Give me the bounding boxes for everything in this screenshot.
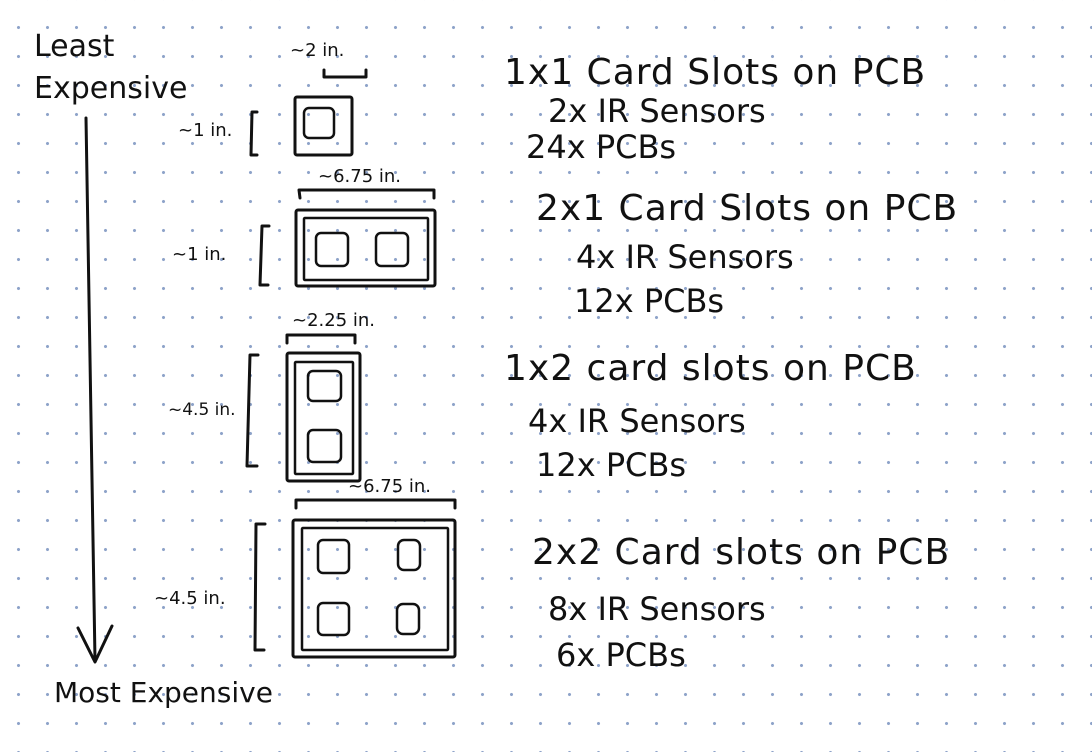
- config-2x1: 2x1 Card Slots on PCB: [536, 188, 959, 229]
- pcbs-1x2: 12x PCBs: [536, 446, 687, 484]
- sensors-2x1: 4x IR Sensors: [576, 238, 794, 276]
- pcbs-1x1: 24x PCBs: [526, 128, 677, 166]
- axis-label-least: Least: [34, 29, 115, 64]
- sensors-2x2: 8x IR Sensors: [548, 590, 766, 628]
- cost-arrow-shaft: [84, 116, 97, 662]
- width-label-1x2: ~2.25 in.: [292, 310, 376, 331]
- board-1x2: [245, 333, 362, 483]
- width-label-2x2: ~6.75 in.: [348, 476, 432, 497]
- height-label-2x1: ~1 in.: [172, 244, 227, 265]
- pcbs-2x1: 12x PCBs: [574, 282, 725, 320]
- axis-label-most-expensive: Most Expensive: [54, 676, 273, 709]
- sensors-1x2: 4x IR Sensors: [528, 402, 746, 440]
- config-2x2: 2x2 Card slots on PCB: [532, 532, 951, 573]
- config-1x2: 1x2 card slots on PCB: [504, 348, 917, 389]
- width-label-2x1: ~6.75 in.: [318, 166, 402, 187]
- pcbs-2x2: 6x PCBs: [556, 636, 686, 674]
- height-label-2x2: ~4.5 in.: [154, 588, 226, 609]
- config-1x1: 1x1 Card Slots on PCB: [504, 52, 927, 93]
- axis-label-expensive: Expensive: [34, 71, 188, 106]
- cost-arrow-head: [76, 624, 114, 664]
- height-label-1x2: ~4.5 in.: [168, 400, 236, 420]
- board-2x2: [253, 498, 457, 659]
- height-label-1x1: ~1 in.: [178, 120, 233, 141]
- sensors-1x1: 2x IR Sensors: [548, 92, 766, 130]
- width-label-1x1: ~2 in.: [290, 40, 345, 61]
- board-1x1: [249, 68, 368, 157]
- board-2x1: [258, 188, 437, 288]
